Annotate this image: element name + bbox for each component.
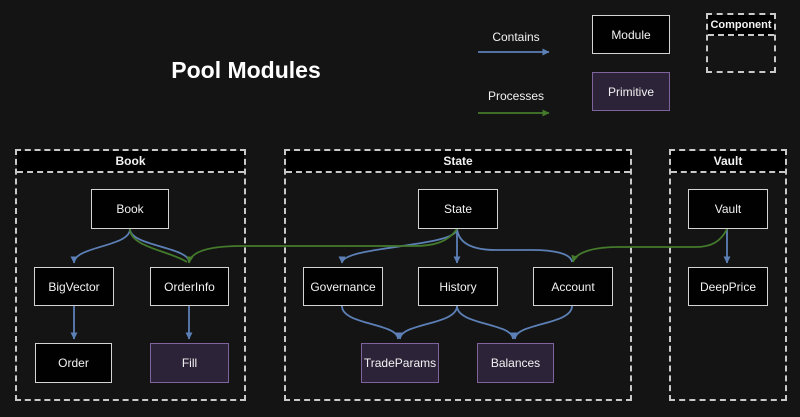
node-tradeparams-label: TradeParams bbox=[363, 356, 437, 370]
node-vault: Vault bbox=[688, 189, 768, 229]
group-state: State bbox=[284, 149, 632, 401]
node-governance-label: Governance bbox=[310, 279, 376, 294]
group-book: Book bbox=[15, 149, 246, 401]
node-orderinfo-label: OrderInfo bbox=[164, 279, 215, 294]
node-balances-label: Balances bbox=[490, 356, 541, 370]
legend-component-box: Component bbox=[706, 13, 776, 73]
node-history: History bbox=[418, 267, 498, 306]
node-governance: Governance bbox=[303, 267, 383, 306]
node-deepprice-label: DeepPrice bbox=[699, 279, 757, 294]
legend-module-label: Module bbox=[611, 27, 651, 42]
node-state-label: State bbox=[443, 202, 473, 216]
legend-component-label: Component bbox=[708, 15, 774, 36]
node-state: State bbox=[418, 189, 498, 229]
node-history-label: History bbox=[439, 279, 477, 294]
legend-contains-label: Contains bbox=[492, 30, 540, 44]
node-tradeparams: TradeParams bbox=[361, 343, 439, 383]
node-account-label: Account bbox=[551, 279, 595, 294]
node-account: Account bbox=[533, 267, 613, 306]
node-orderinfo: OrderInfo bbox=[150, 267, 229, 306]
legend-primitive-label: Primitive bbox=[607, 84, 654, 99]
node-balances: Balances bbox=[477, 343, 554, 383]
node-bigvector-label: BigVector bbox=[48, 279, 100, 294]
node-book-label: Book bbox=[116, 202, 144, 216]
node-fill-label: Fill bbox=[181, 356, 198, 370]
group-state-header: State bbox=[286, 151, 630, 173]
page-title: Pool Modules bbox=[171, 57, 321, 83]
legend-primitive-node: Primitive bbox=[592, 72, 670, 111]
node-fill: Fill bbox=[150, 343, 229, 383]
node-order-label: Order bbox=[58, 356, 89, 370]
node-order: Order bbox=[35, 343, 112, 383]
node-bigvector: BigVector bbox=[34, 267, 114, 306]
legend-processes-label: Processes bbox=[487, 89, 545, 103]
group-book-header: Book bbox=[17, 151, 244, 173]
node-deepprice: DeepPrice bbox=[688, 267, 768, 306]
node-vault-label: Vault bbox=[714, 202, 742, 216]
legend-module-node: Module bbox=[592, 15, 670, 54]
group-vault-header: Vault bbox=[671, 151, 785, 173]
group-vault: Vault bbox=[669, 149, 787, 401]
node-book: Book bbox=[91, 189, 169, 229]
